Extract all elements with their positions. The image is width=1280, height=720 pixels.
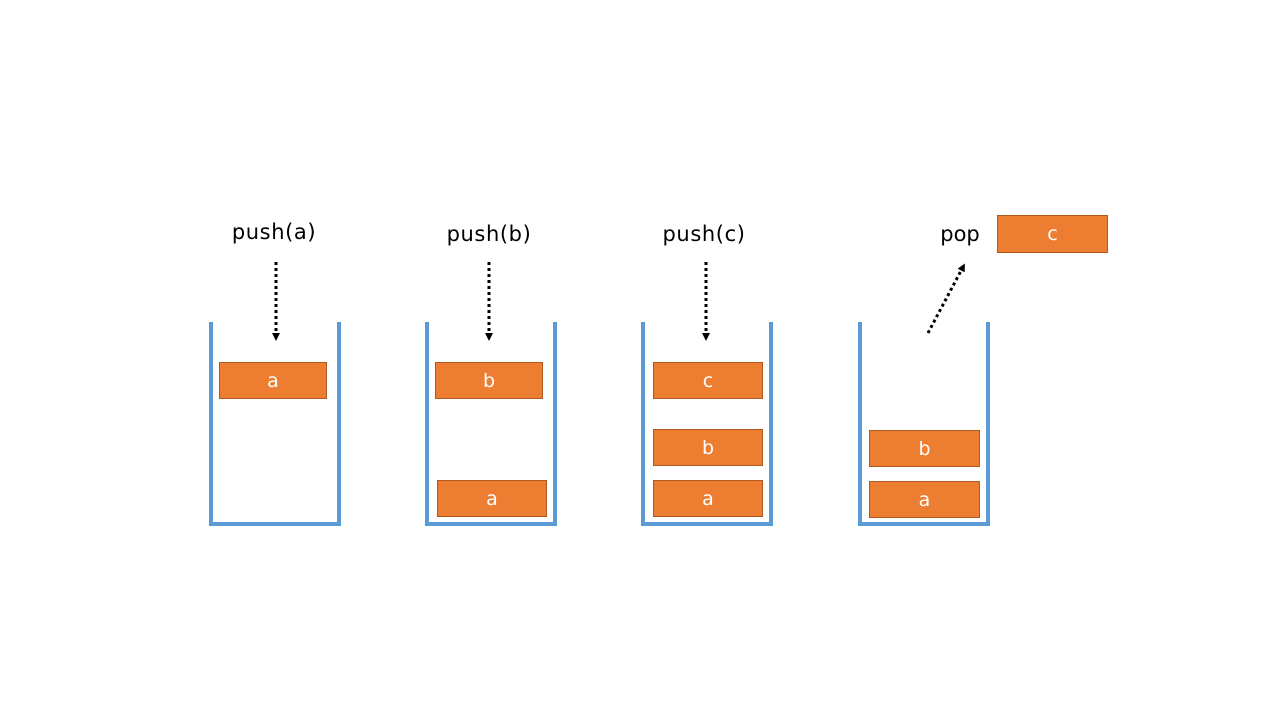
stack-2-left-wall <box>425 322 429 526</box>
stack-1-right-wall <box>337 322 341 526</box>
stack-1-left-wall <box>209 322 213 526</box>
stack-1-floor <box>209 522 341 526</box>
stack-3-block-b: b <box>653 429 763 466</box>
stack-3-block-c: c <box>653 362 763 399</box>
stack-2-block-b: b <box>435 362 543 399</box>
pop-arrow <box>926 263 965 334</box>
stack-2-block-a: a <box>437 480 547 517</box>
stack-2-floor <box>425 522 557 526</box>
stack-3-right-wall <box>769 322 773 526</box>
stack-4-block-b: b <box>869 430 980 467</box>
step-3-operation-label: push(c) <box>662 222 746 246</box>
step-1-operation-label: push(a) <box>231 220 317 244</box>
step-2-operation-label: push(b) <box>446 222 532 246</box>
stack-3-floor <box>641 522 773 526</box>
stack-4-left-wall <box>858 322 862 526</box>
stack-3-block-a: a <box>653 480 763 517</box>
stack-3-left-wall <box>641 322 645 526</box>
stack-1-block-a: a <box>219 362 327 399</box>
stack-4-block-a: a <box>869 481 980 518</box>
step-4-operation-label: pop <box>940 222 980 246</box>
stack-4-right-wall <box>986 322 990 526</box>
popped-block-c: c <box>997 215 1108 253</box>
stack-2-right-wall <box>553 322 557 526</box>
stack-4-floor <box>858 522 990 526</box>
